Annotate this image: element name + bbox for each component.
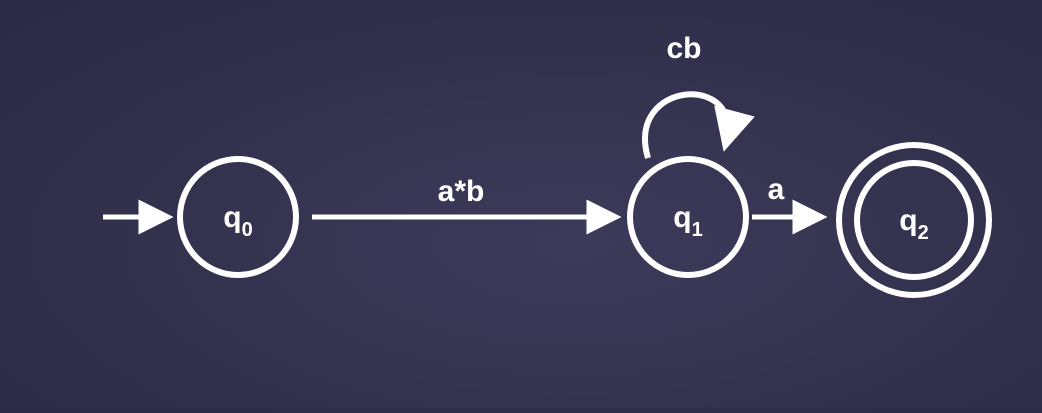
transition-q0-q1: a*b bbox=[312, 175, 622, 235]
transition-q1-q2: a bbox=[752, 173, 828, 235]
state-q2-inner-circle bbox=[854, 160, 974, 280]
state-q1-circle bbox=[627, 156, 749, 278]
state-q2-outer-circle bbox=[836, 142, 992, 298]
state-q1-label: q1 bbox=[673, 201, 702, 241]
transition-q0-q1-label: a*b bbox=[438, 175, 485, 208]
transition-q1-q1-label: cb bbox=[666, 32, 701, 65]
transition-q1-q2-label: a bbox=[768, 173, 785, 206]
state-q0-circle bbox=[177, 156, 299, 278]
transition-q1-q1-loop bbox=[642, 91, 755, 159]
state-q1: q1 bbox=[627, 156, 749, 278]
state-q0: q0 bbox=[177, 156, 299, 278]
transition-q1-q1: cb bbox=[642, 32, 755, 159]
state-q2: q2 bbox=[836, 142, 992, 298]
state-q2-label: q2 bbox=[899, 204, 928, 244]
state-q0-label: q0 bbox=[223, 201, 252, 241]
